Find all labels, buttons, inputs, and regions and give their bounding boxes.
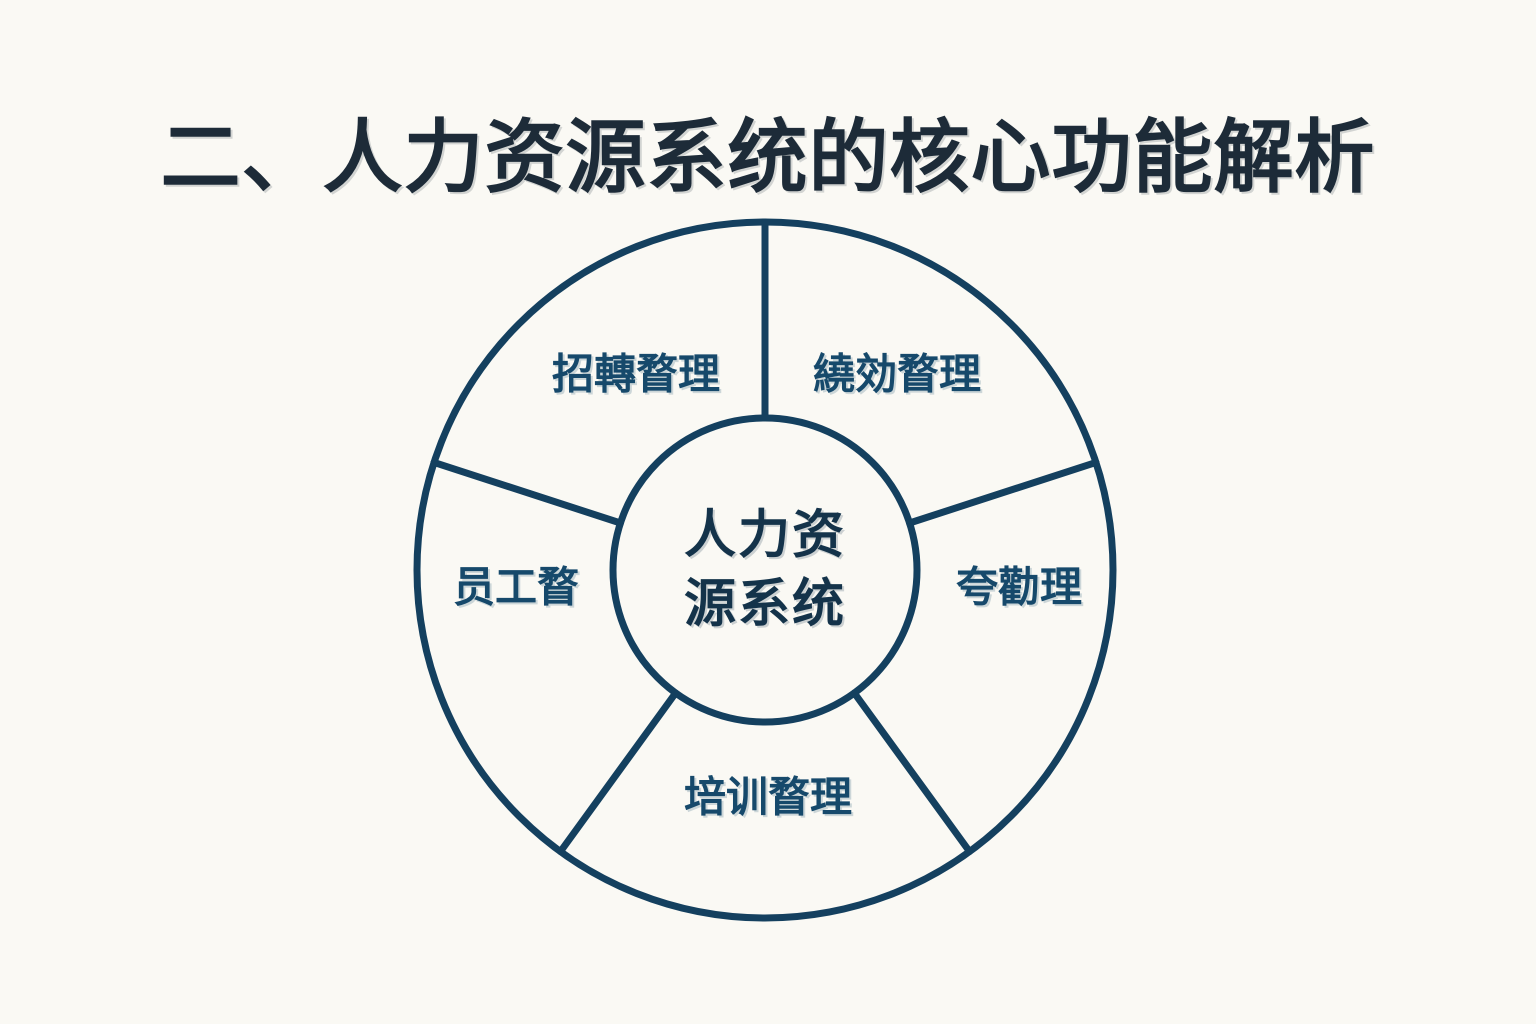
center-hub-label-line2: 源系统 bbox=[683, 575, 847, 633]
center-hub-label-line1: 人力资 bbox=[683, 506, 847, 565]
spoke-upper-left bbox=[430, 458, 624, 527]
segment-label-recruit[interactable]: 招轉瞀理 bbox=[551, 350, 721, 398]
spoke-upper-right bbox=[906, 458, 1100, 527]
segment-label-employee[interactable]: 员工瞀 bbox=[452, 563, 580, 611]
spoke-lower-left bbox=[557, 689, 680, 855]
center-hub-label: 人力资 源系统 bbox=[684, 501, 846, 638]
segment-label-attendance[interactable]: 夸勸理 bbox=[955, 563, 1083, 611]
segment-label-performance[interactable]: 繞効瞀理 bbox=[812, 350, 982, 398]
spoke-lower-right bbox=[850, 689, 973, 855]
segment-label-training[interactable]: 培训瞀理 bbox=[683, 773, 853, 821]
